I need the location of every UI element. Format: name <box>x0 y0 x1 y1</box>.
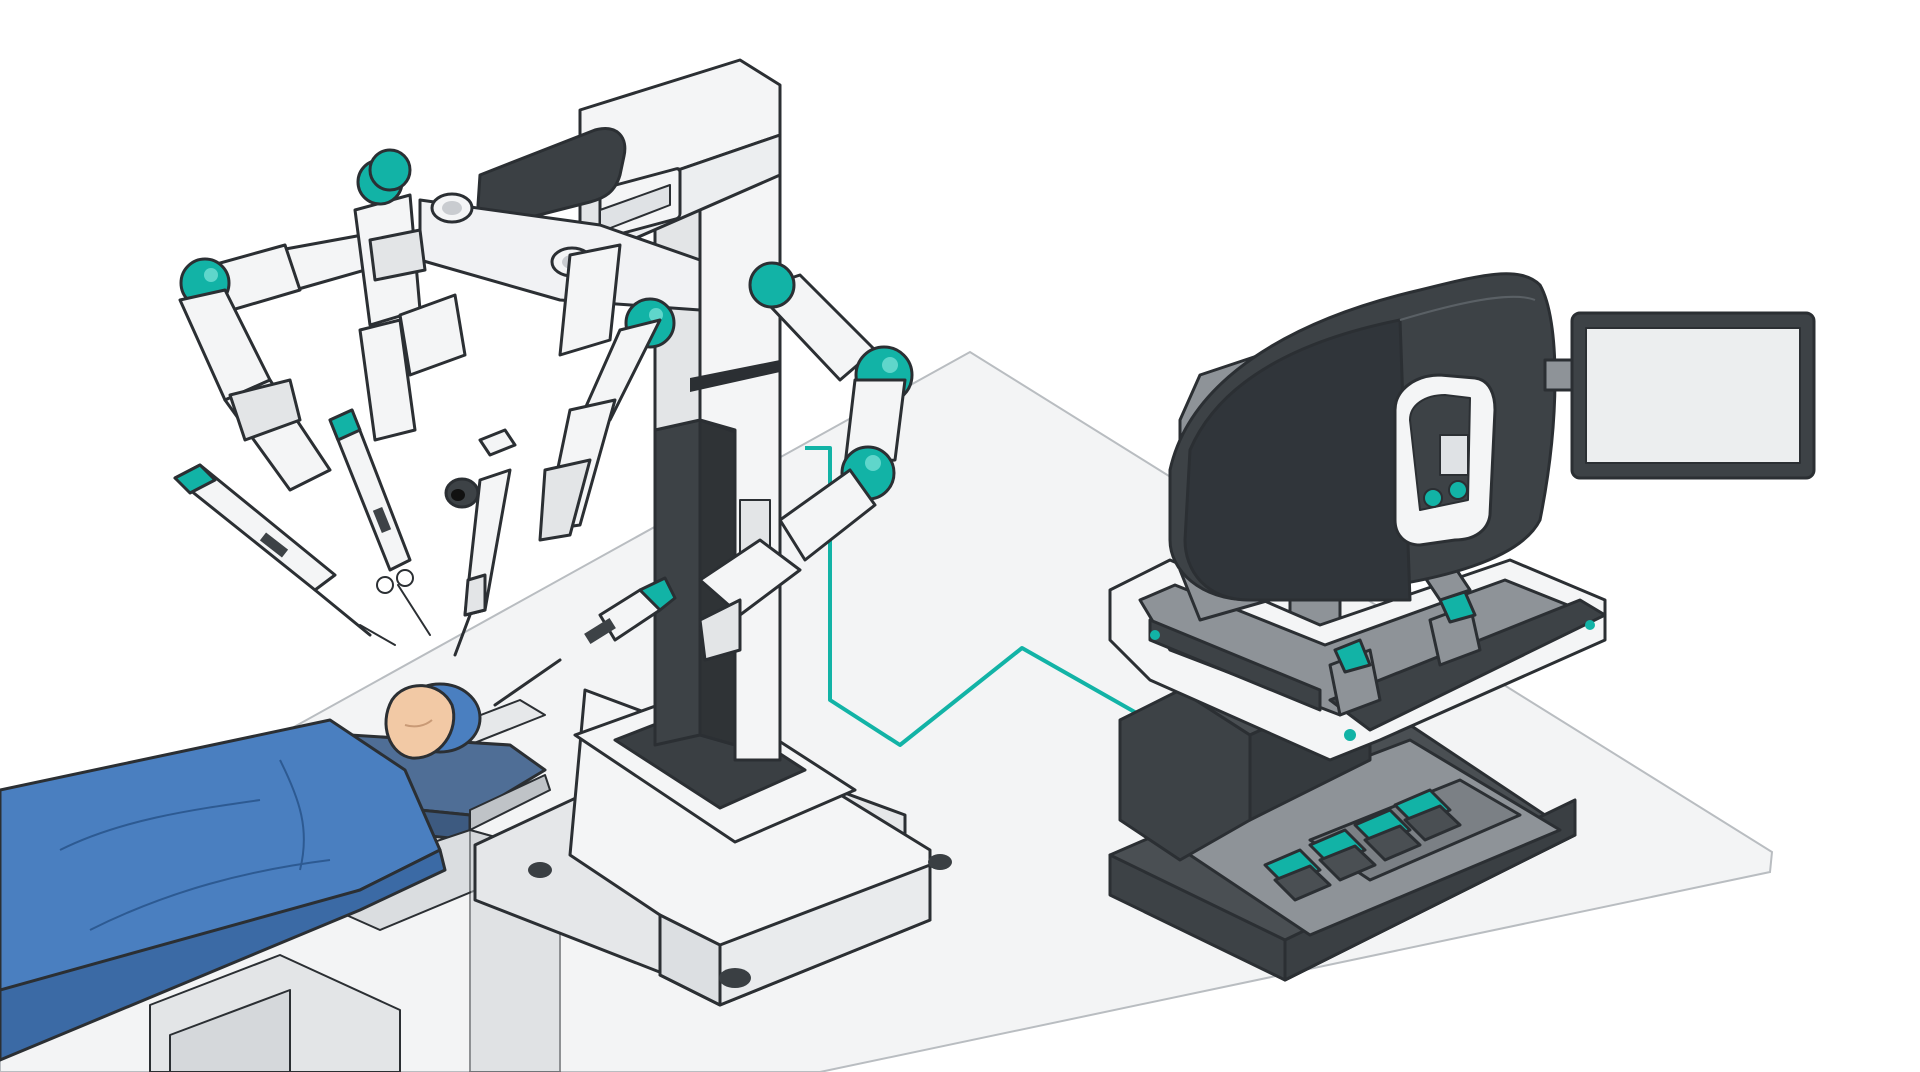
instrument-1 <box>173 463 396 646</box>
draped-patient <box>0 682 482 1062</box>
endoscope-camera <box>444 428 517 657</box>
foot-pedals <box>1263 788 1462 902</box>
cart-tower-head <box>476 58 782 247</box>
instrument-5 <box>493 576 677 707</box>
robot-arm-4 <box>538 243 676 542</box>
robot-arm-1 <box>178 228 402 492</box>
instrument-2 <box>328 408 431 636</box>
patient-side-cart <box>173 58 952 1007</box>
stereo-viewer <box>1168 272 1557 622</box>
data-cable <box>805 446 1141 747</box>
console-base <box>1108 723 1577 982</box>
robot-arm-2 <box>353 158 427 442</box>
side-monitor <box>1543 311 1816 480</box>
robot-arm-3 <box>368 148 467 377</box>
robot-arm-5 <box>698 261 914 662</box>
surgeon-console <box>1108 272 1816 982</box>
